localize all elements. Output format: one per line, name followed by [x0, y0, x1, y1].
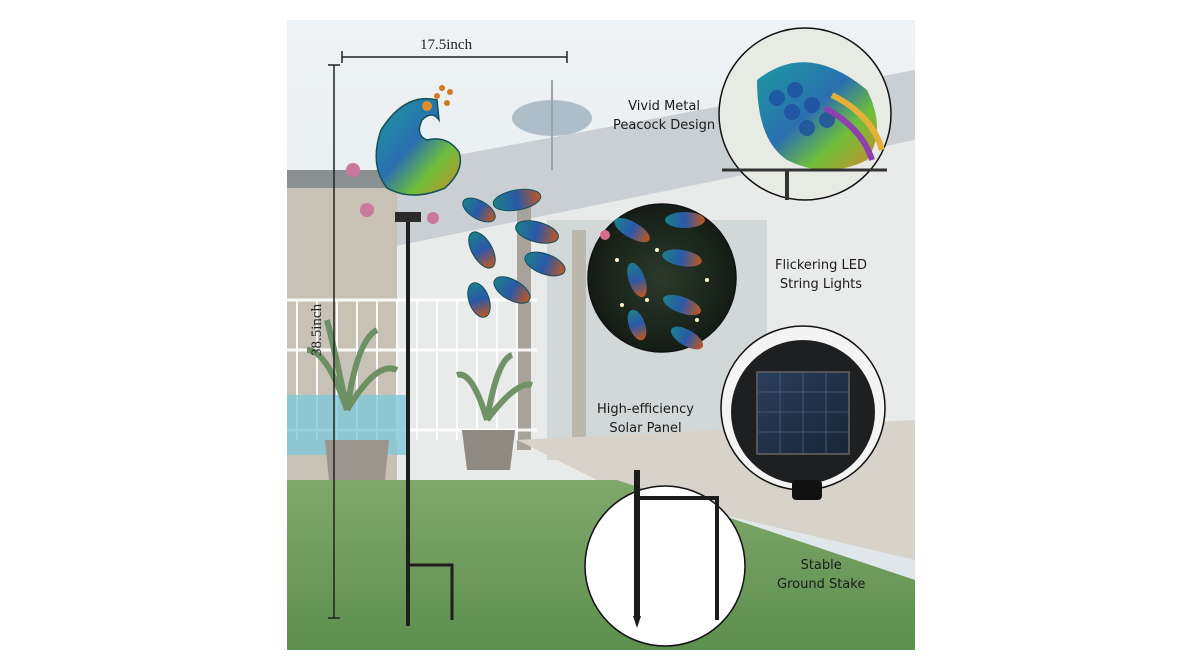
height-dimension-label: 38.5inch	[309, 303, 325, 356]
callout-led-lights: Flickering LED String Lights	[775, 256, 867, 294]
width-dimension-label: 17.5inch	[420, 37, 473, 53]
solar-panel-circle	[720, 325, 886, 500]
callout-line: Flickering LED	[775, 258, 867, 273]
callout-solar-panel: High-efficiency Solar Panel	[597, 400, 694, 438]
callout-line: Stable	[800, 558, 842, 573]
callout-line: Peacock Design	[613, 118, 716, 133]
callout-line: Solar Panel	[609, 421, 682, 436]
callout-line: Ground Stake	[777, 577, 866, 592]
callout-ground-stake: Stable Ground Stake	[777, 556, 865, 594]
product-image: 17.5inch 38.5inch Vivid Metal Peacock De…	[287, 20, 915, 650]
callout-line: String Lights	[779, 277, 863, 292]
callout-peacock-design: Vivid Metal Peacock Design	[613, 97, 715, 135]
product-scene	[287, 20, 915, 650]
callout-line: High-efficiency	[597, 402, 694, 417]
led-lights-circle	[587, 203, 737, 353]
peacock-closeup-circle	[718, 27, 892, 201]
ground-stake-circle	[584, 470, 746, 647]
callout-line: Vivid Metal	[628, 99, 700, 114]
